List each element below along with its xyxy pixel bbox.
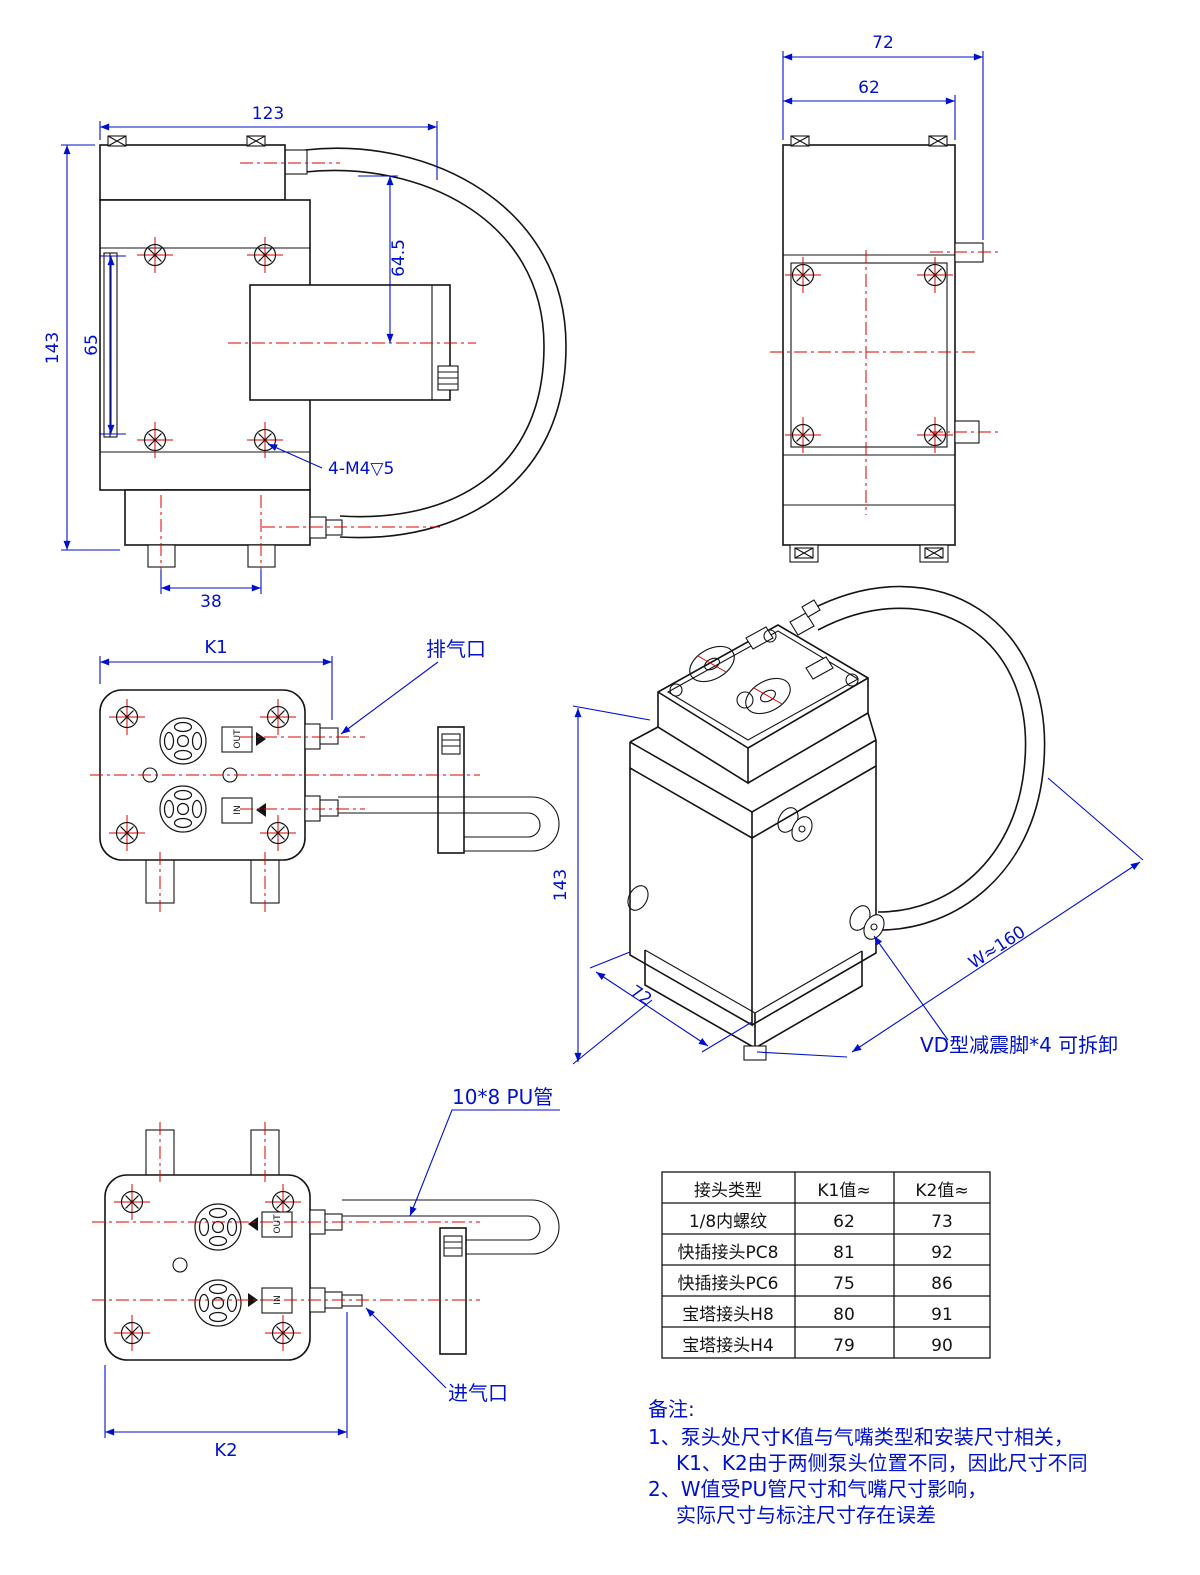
exhaust-port-label: 排气口 bbox=[426, 637, 486, 661]
dim-38: 38 bbox=[200, 592, 222, 612]
iso-port-box bbox=[745, 626, 774, 650]
screw bbox=[763, 629, 777, 643]
screw bbox=[669, 683, 683, 697]
dim-62-side: 62 bbox=[858, 78, 880, 98]
front-top-fitting bbox=[284, 149, 308, 175]
valve-grille bbox=[689, 645, 735, 683]
note-line: 1、泵头处尺寸K值与气嘴类型和安装尺寸相关， bbox=[648, 1425, 1074, 1449]
screw-tab bbox=[794, 547, 814, 559]
bottom-dimensions: K2 10*8 PU管 进气口 bbox=[104, 1085, 560, 1461]
screw-tab bbox=[928, 135, 948, 147]
table-cell: 92 bbox=[931, 1243, 953, 1263]
flow-arrow bbox=[256, 803, 266, 817]
side-panel bbox=[790, 262, 948, 448]
dim-65: 65 bbox=[82, 334, 102, 356]
isometric-view: 143 72 W≈160 VD型减震脚*4 可拆卸 bbox=[551, 585, 1144, 1065]
table-cell: 73 bbox=[931, 1212, 953, 1232]
table-cell: 79 bbox=[833, 1336, 855, 1356]
front-head bbox=[99, 144, 286, 201]
in-port-label-top: IN bbox=[233, 805, 243, 814]
fitting-table: 接头类型 K1值≈ K2值≈ 1/8内螺纹 62 73 快插接头PC8 81 9… bbox=[661, 1171, 991, 1359]
pump-head-bottom bbox=[104, 1174, 311, 1361]
table-cell: 75 bbox=[833, 1274, 855, 1294]
screw-tab bbox=[924, 547, 944, 559]
front-dimensions: 123 143 65 64.5 38 4-M4▽5 bbox=[43, 104, 438, 612]
bottom-view: OUT IN K2 10*8 PU管 进气口 bbox=[92, 1085, 560, 1461]
screw bbox=[736, 691, 754, 709]
table-cell: 62 bbox=[833, 1212, 855, 1232]
table-cell: 1/8内螺纹 bbox=[689, 1212, 767, 1232]
note-title: 备注: bbox=[648, 1397, 695, 1421]
pump-head-top bbox=[99, 689, 306, 861]
screw-tab bbox=[246, 135, 266, 147]
iso-flange bbox=[629, 712, 877, 840]
front-centerlines bbox=[160, 162, 476, 573]
dim-k1: K1 bbox=[204, 637, 227, 658]
dim-143-iso: 143 bbox=[551, 869, 571, 901]
table-cell: 快插接头PC6 bbox=[678, 1274, 779, 1294]
table-cell: 91 bbox=[931, 1305, 953, 1325]
out-port-label-top: OUT bbox=[233, 729, 243, 749]
front-base bbox=[124, 489, 311, 546]
thread-callout: 4-M4▽5 bbox=[328, 459, 394, 479]
screw bbox=[845, 673, 859, 687]
dim-k2: K2 bbox=[214, 1440, 237, 1461]
side-view: 72 62 bbox=[770, 33, 998, 563]
table-cell: 90 bbox=[931, 1336, 953, 1356]
table-cell: 宝塔接头H4 bbox=[682, 1336, 774, 1356]
table-header: K2值≈ bbox=[915, 1181, 968, 1201]
dim-123: 123 bbox=[252, 104, 284, 124]
dim-143-front: 143 bbox=[43, 332, 63, 364]
pu-tube-loop bbox=[342, 1199, 560, 1255]
table-cell: 81 bbox=[833, 1243, 855, 1263]
screw-tab bbox=[107, 135, 127, 147]
out-port-box bbox=[221, 726, 253, 753]
iso-top-fitting bbox=[789, 612, 815, 636]
top-view: OUT IN K1 排气口 bbox=[90, 637, 560, 912]
side-dimensions: 72 62 bbox=[782, 33, 984, 240]
flow-arrow bbox=[248, 1217, 258, 1231]
iso-port-box bbox=[805, 656, 834, 680]
table-cell: 快插接头PC8 bbox=[678, 1243, 779, 1263]
notes: 备注: 1、泵头处尺寸K值与气嘴类型和安装尺寸相关， K1、K2由于两侧泵头位置… bbox=[648, 1397, 1088, 1527]
motor-terminal bbox=[443, 1235, 463, 1257]
pilot-hole bbox=[172, 1257, 188, 1273]
top-dimensions: K1 排气口 bbox=[99, 637, 486, 735]
dim-72-side: 72 bbox=[872, 33, 894, 53]
iso-foot-notch bbox=[743, 1045, 767, 1061]
table-cell: 80 bbox=[833, 1305, 855, 1325]
motor-terminal bbox=[441, 733, 461, 755]
note-line: 2、W值受PU管尺寸和气嘴尺寸影响， bbox=[648, 1477, 987, 1501]
out-port-box bbox=[261, 1211, 293, 1238]
pu-tube-loop bbox=[338, 796, 560, 852]
front-tube bbox=[304, 147, 567, 539]
intake-port-label: 进气口 bbox=[448, 1381, 508, 1405]
screw-tab bbox=[790, 135, 810, 147]
top-centerlines bbox=[90, 736, 480, 912]
note-line: K1、K2由于两侧泵头位置不同，因此尺寸不同 bbox=[676, 1451, 1088, 1475]
table-cell: 宝塔接头H8 bbox=[682, 1305, 774, 1325]
dim-64p5: 64.5 bbox=[389, 239, 409, 277]
side-centerlines bbox=[770, 250, 998, 515]
table-header: K1值≈ bbox=[817, 1181, 870, 1201]
front-view: 123 143 65 64.5 38 4-M4▽5 bbox=[43, 104, 567, 612]
in-port-box bbox=[221, 797, 253, 824]
vibration-foot-callout: VD型减震脚*4 可拆卸 bbox=[920, 1033, 1118, 1057]
table-cell: 86 bbox=[931, 1274, 953, 1294]
table-header: 接头类型 bbox=[694, 1181, 762, 1201]
note-line: 实际尺寸与标注尺寸存在误差 bbox=[676, 1503, 936, 1527]
bottom-centerlines bbox=[92, 1122, 480, 1301]
out-port-label-bottom: OUT bbox=[273, 1214, 283, 1234]
flow-arrow bbox=[256, 732, 266, 746]
side-body bbox=[782, 144, 956, 546]
pu-tube-label: 10*8 PU管 bbox=[452, 1085, 553, 1109]
